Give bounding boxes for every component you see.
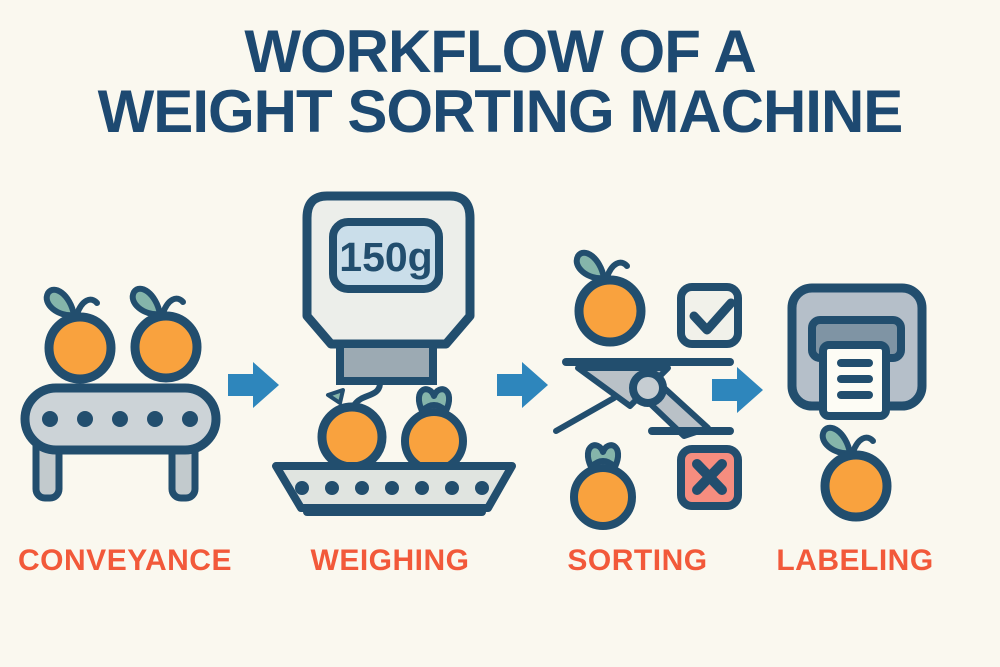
scale-display-value: 150g	[339, 234, 432, 280]
page-title: WORKFLOW OF A WEIGHT SORTING MACHINE	[0, 22, 1000, 142]
orange-icon	[574, 445, 632, 526]
arrow-right-icon	[228, 362, 279, 408]
orange-icon	[405, 389, 463, 470]
check-icon	[677, 283, 742, 348]
sorting-stage-group	[553, 253, 742, 526]
labeling-stage-group	[787, 283, 927, 517]
scale-icon: 150g	[272, 191, 516, 516]
orange-icon	[317, 388, 387, 472]
orange-icon	[577, 253, 641, 342]
x-icon	[677, 445, 742, 510]
stage-label-conveyance: CONVEYANCE	[18, 544, 232, 577]
orange-icon	[133, 289, 197, 378]
stage-label-sorting: SORTING	[567, 544, 708, 577]
scale-display	[329, 218, 443, 293]
conveyor-belt-icon	[20, 289, 221, 502]
title-line-2: WEIGHT SORTING MACHINE	[97, 78, 904, 145]
stage-label-labeling: LABELING	[776, 544, 934, 577]
arrow-right-icon	[712, 367, 763, 413]
orange-icon	[823, 428, 887, 517]
stage-label-weighing: WEIGHING	[310, 544, 470, 577]
printer-icon	[787, 283, 927, 420]
title-line-1: WORKFLOW OF A	[244, 18, 756, 85]
sorter-gate-icon	[553, 358, 734, 439]
orange-icon	[47, 290, 111, 379]
arrow-right-icon	[497, 362, 548, 408]
